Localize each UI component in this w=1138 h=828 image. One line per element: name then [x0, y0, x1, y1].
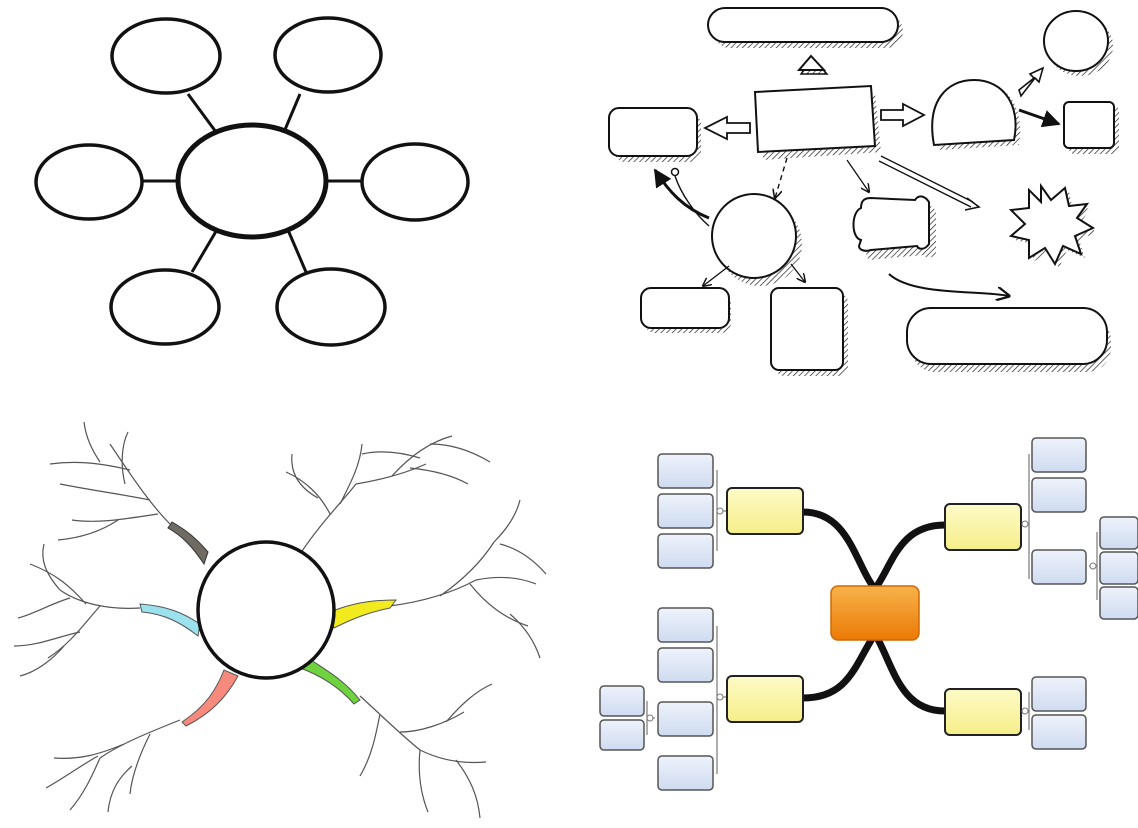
branch-node-top-right — [944, 503, 1022, 551]
leaf-node — [657, 493, 714, 529]
branch-red — [181, 669, 239, 727]
block-arrow-up-right — [1018, 66, 1045, 98]
bubble-top-right — [273, 16, 383, 94]
curved-arrow-to-long-box — [888, 273, 1009, 296]
arrow-to-tall-box — [790, 263, 805, 282]
box-mind-map-panel — [569, 414, 1138, 828]
leaf-node — [657, 647, 714, 683]
sketch-flowchart-diagram — [608, 7, 1119, 376]
small-triangle-front — [796, 54, 827, 71]
dome-shape — [931, 78, 1017, 147]
central-bubble — [175, 122, 329, 240]
leaf-node — [1099, 516, 1138, 550]
dashed-arrow — [775, 157, 788, 198]
leaf-node — [1031, 676, 1087, 712]
bubble-map-panel — [0, 0, 569, 414]
leaf-node — [1031, 714, 1087, 750]
connector-top-right — [282, 93, 302, 133]
bubble-map-diagram — [34, 16, 470, 347]
bubble-bottom-left — [109, 268, 221, 346]
leaf-nodes — [599, 437, 1138, 791]
right-square — [1063, 101, 1115, 149]
leaf-node — [1099, 551, 1138, 585]
curved-arrow-to-left-box — [653, 168, 710, 220]
branch-lines — [13, 421, 547, 819]
hollow-arrow-line-a — [880, 155, 974, 203]
connector-node — [670, 167, 680, 177]
branch-node-top-left — [726, 487, 804, 535]
leaf-node — [657, 701, 714, 737]
connector-bottom-right — [286, 229, 308, 273]
leaf-node — [657, 453, 714, 489]
bold-arrow-right — [1018, 108, 1061, 128]
leaf-node — [599, 719, 645, 751]
bubble-left — [34, 143, 144, 221]
connector-top-left — [186, 93, 218, 133]
branch-cyan — [139, 603, 201, 637]
left-box — [608, 107, 698, 157]
branch-node-bottom-right — [944, 688, 1022, 736]
arrow-to-small-box — [703, 265, 730, 286]
central-node — [830, 585, 920, 641]
leaf-node — [1099, 586, 1138, 620]
starburst-shape — [1008, 182, 1096, 267]
thin-arrow-to-plaque — [846, 159, 869, 192]
top-banner-shape — [707, 7, 899, 43]
small-box — [640, 287, 730, 329]
sketch-flowchart-panel — [569, 0, 1138, 414]
branch-nodes — [726, 487, 1022, 736]
box-mind-map-diagram — [599, 437, 1138, 791]
block-arrow-left — [702, 115, 751, 141]
connector-dots — [646, 507, 1097, 722]
center-box — [753, 84, 877, 154]
curved-line-thin — [674, 175, 710, 227]
long-box — [906, 307, 1108, 365]
branch-yellow — [329, 599, 398, 629]
leaf-node — [599, 685, 645, 717]
leaf-node — [1031, 437, 1087, 473]
hollow-arrow-line-b — [878, 160, 972, 208]
leaf-node — [657, 533, 714, 569]
leaf-node — [657, 755, 714, 791]
leaf-node — [1031, 477, 1087, 513]
leaf-node — [657, 607, 714, 643]
branch-green — [299, 657, 361, 705]
bubble-top-left — [110, 17, 222, 95]
connector-bottom-left — [190, 227, 220, 273]
branch-node-bottom-left — [726, 675, 804, 723]
bubble-bottom-right — [275, 267, 387, 347]
organic-mind-map-panel — [0, 414, 569, 828]
organic-mind-map-diagram — [13, 421, 547, 819]
central-circle — [196, 540, 336, 680]
leaf-node — [1031, 549, 1087, 585]
bubble-right — [360, 142, 470, 222]
block-arrow-right — [880, 102, 926, 128]
plaque-shape — [852, 195, 930, 252]
branch-gray — [167, 521, 209, 566]
center-circle — [711, 193, 797, 279]
tall-box — [770, 287, 844, 371]
hollow-arrow-head — [964, 197, 981, 211]
top-right-circle — [1043, 10, 1109, 72]
